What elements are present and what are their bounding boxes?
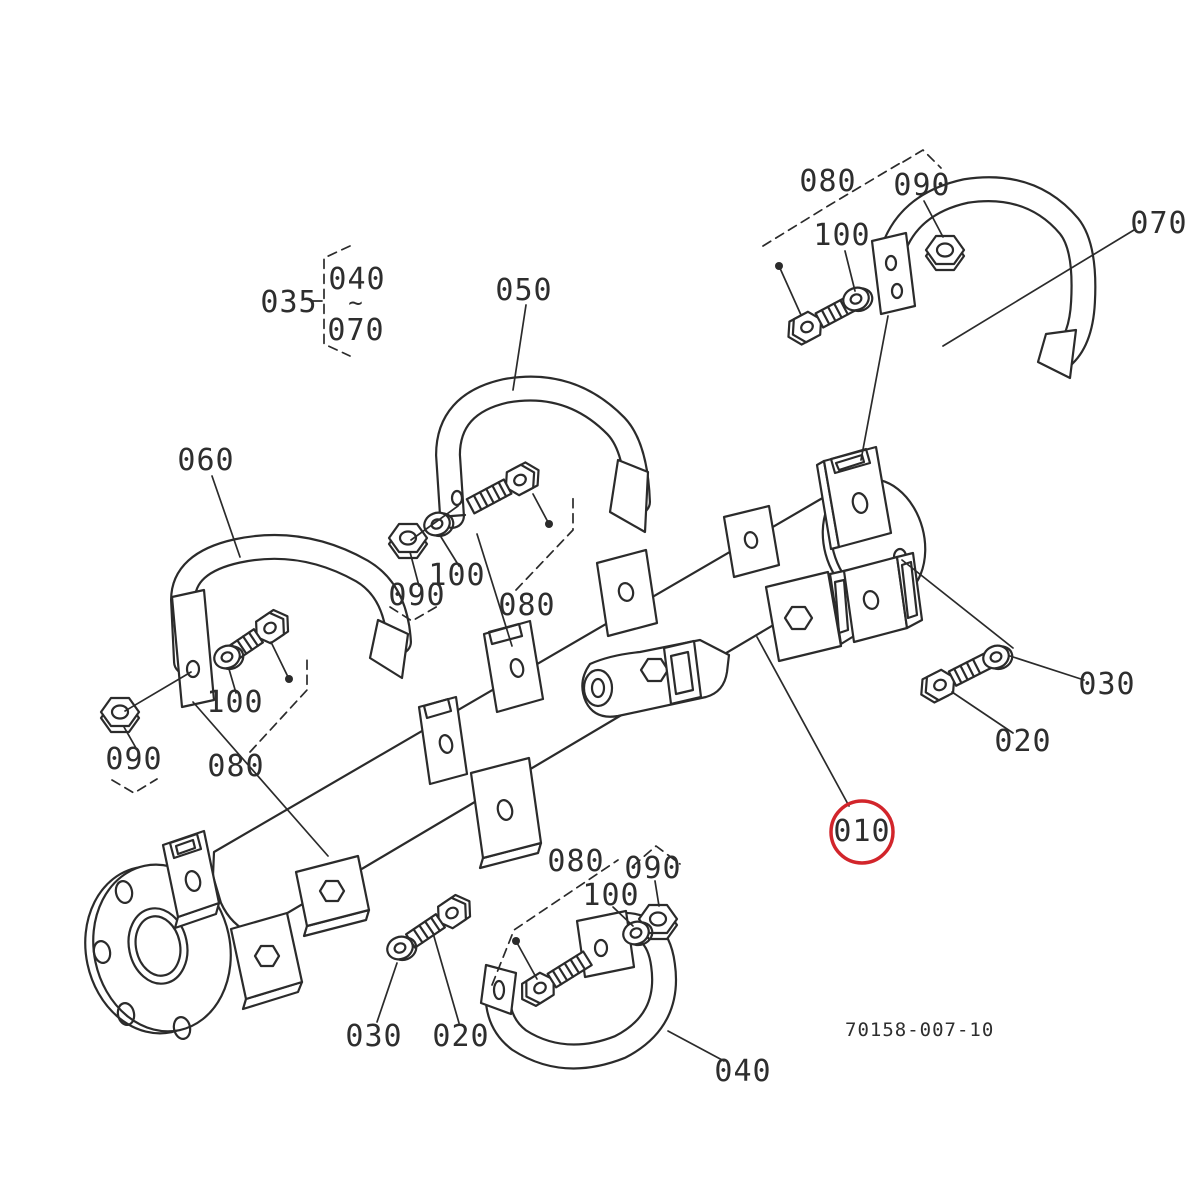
- flat-washer: [213, 644, 245, 671]
- callout-090-bottom: 090: [624, 851, 682, 886]
- tine-blade-070: [870, 176, 1097, 380]
- group-dashed-line: [111, 149, 942, 986]
- callout-010-highlighted: 010: [833, 814, 891, 849]
- callout-020-bottom: 020: [432, 1019, 490, 1054]
- flat-washer: [622, 920, 654, 947]
- mounting-lug: [482, 619, 545, 714]
- mounting-lug: [294, 854, 371, 938]
- callout-090-left: 090: [105, 742, 163, 777]
- mounting-lug: [469, 756, 543, 870]
- hex-nut: [99, 696, 141, 734]
- callout-030-right: 030: [1078, 667, 1136, 702]
- callout-100-mid: 100: [428, 558, 486, 593]
- callout-035: 035: [260, 285, 318, 320]
- callout-100-top: 100: [813, 218, 871, 253]
- tine-blade-050: [435, 375, 651, 534]
- hex-bolt: [920, 652, 993, 704]
- mounting-lug: [722, 504, 781, 579]
- mounting-lug: [842, 551, 924, 644]
- hex-bolt: [404, 893, 472, 949]
- flat-washer: [982, 644, 1014, 671]
- callout-040-bottom: 040: [714, 1054, 772, 1089]
- hex-bolt: [520, 950, 593, 1008]
- callout-030-bottom: 030: [345, 1019, 403, 1054]
- callout-080-bottom: 080: [547, 844, 605, 879]
- hex-bolt: [787, 292, 862, 346]
- hex-nut: [924, 234, 966, 272]
- drawing-number: 70158-007-10: [845, 1019, 995, 1041]
- clevis-bracket: [581, 638, 731, 718]
- mounting-lug: [815, 445, 893, 551]
- position-dot: [285, 262, 783, 945]
- callout-090-mid: 090: [388, 578, 446, 613]
- mounting-lug: [764, 568, 856, 663]
- mounting-lug: [417, 695, 469, 786]
- callout-bracket-070: 070: [327, 313, 385, 348]
- callout-050: 050: [495, 273, 553, 308]
- callout-100-bottom: 100: [582, 878, 640, 913]
- callout-020-right: 020: [994, 724, 1052, 759]
- callout-070: 070: [1130, 206, 1188, 241]
- mounting-lug: [161, 829, 221, 930]
- tine-blade-040: [479, 909, 677, 1070]
- callout-080-left: 080: [207, 749, 265, 784]
- callout-080-top: 080: [799, 164, 857, 199]
- hex-nut: [387, 522, 429, 560]
- flat-washer: [386, 935, 418, 962]
- callout-bracket-tilde: ~: [348, 289, 364, 317]
- callout-060: 060: [177, 443, 235, 478]
- callout-bracket-040: 040: [328, 262, 386, 297]
- callout-080-mid: 080: [498, 588, 556, 623]
- highlight-circle-010: [829, 799, 895, 865]
- mounting-lug: [229, 911, 304, 1011]
- hex-bolt: [465, 461, 540, 515]
- callout-090-top: 090: [893, 168, 951, 203]
- leader-line: [123, 200, 1135, 1062]
- callout-100-left: 100: [206, 685, 264, 720]
- tine-blade-060: [170, 534, 412, 709]
- mounting-lug: [595, 548, 659, 638]
- flat-washer: [423, 511, 455, 538]
